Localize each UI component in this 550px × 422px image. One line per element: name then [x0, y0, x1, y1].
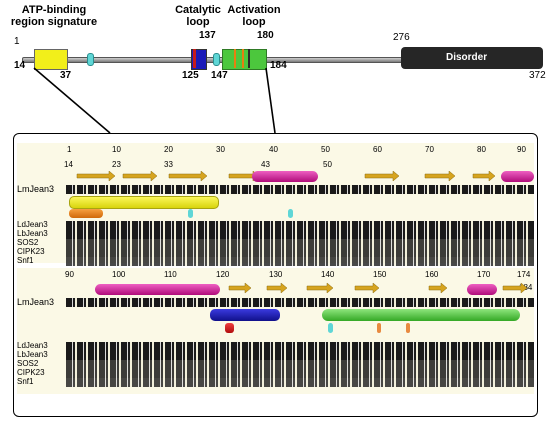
ruler-10: 10 [112, 145, 121, 154]
seq-snf1-1 [66, 257, 534, 266]
position-184: 184 [270, 60, 287, 71]
orange-dot-1 [377, 323, 381, 333]
orange-marker [69, 209, 103, 218]
activation-loop-region [222, 49, 267, 70]
catalytic-loop-label: Catalytic loop [175, 4, 221, 28]
cyan-marker-1 [87, 53, 94, 66]
alignment-block-1: 1 10 20 30 40 50 60 70 80 90 14 23 33 43… [17, 143, 534, 266]
ruler2-150: 150 [373, 270, 387, 279]
ruler2-100: 100 [112, 270, 126, 279]
ruler-1: 1 [67, 145, 72, 154]
sub-50: 50 [323, 160, 332, 169]
ruler-80: 80 [477, 145, 486, 154]
ruler-40: 40 [269, 145, 278, 154]
seq-ldjean3-1 [66, 221, 534, 230]
name-sos2-2: SOS2 [17, 359, 39, 368]
disorder-label: Disorder [446, 52, 488, 63]
position-137: 137 [199, 30, 216, 41]
activation-loop-label: Activation loop [227, 4, 281, 28]
position-14: 14 [14, 60, 26, 71]
seq-lbjean3-1 [66, 230, 534, 239]
ruler2-174: 174 [517, 270, 531, 279]
ruler-50: 50 [321, 145, 330, 154]
query-seq-1 [66, 185, 534, 194]
sub-43: 43 [261, 160, 270, 169]
beta-strands-1 [76, 171, 496, 182]
cyan-dot-3 [328, 323, 333, 333]
beta-strand-end [502, 282, 528, 294]
position-180: 180 [257, 30, 274, 41]
name-ldjean3-1: LdJean3 [17, 220, 48, 229]
disorder-region [401, 47, 543, 69]
ruler2-120: 120 [216, 270, 230, 279]
position-37: 37 [60, 70, 72, 81]
name-cipk23-2: CIPK23 [17, 368, 45, 377]
ruler-70: 70 [425, 145, 434, 154]
ruler-30: 30 [216, 145, 225, 154]
position-125: 125 [182, 70, 199, 81]
activation-stripe-3 [248, 49, 250, 68]
ruler-20: 20 [164, 145, 173, 154]
catalytic-region-bar [210, 309, 280, 321]
sub-23: 23 [112, 160, 121, 169]
ruler2-110: 110 [164, 270, 177, 279]
ruler2-130: 130 [269, 270, 283, 279]
ruler2-160: 160 [425, 270, 439, 279]
name-snf1-1: Snf1 [17, 256, 34, 265]
position-276: 276 [393, 32, 410, 43]
seq-ldjean3-2 [66, 342, 534, 351]
seq-snf1-2 [66, 378, 534, 387]
atp-region-bar [69, 196, 219, 209]
name-ldjean3-2: LdJean3 [17, 341, 48, 350]
atp-binding-label: ATP-binding region signature [10, 4, 98, 28]
alignment-block-2: 90 100 110 120 130 140 150 160 170 174 1… [17, 268, 534, 394]
activation-stripe-2 [242, 49, 244, 68]
alpha-helix-2 [501, 171, 534, 182]
catalytic-red-band [193, 49, 196, 68]
activation-region-bar [322, 309, 520, 321]
alignment-panel: 1 10 20 30 40 50 60 70 80 90 14 23 33 43… [13, 133, 538, 417]
zoom-connector [33, 67, 276, 134]
name-lbjean3-2: LbJean3 [17, 350, 48, 359]
cyan-dot-1 [188, 209, 193, 218]
red-marker [225, 323, 234, 333]
seq-sos2-2 [66, 360, 534, 369]
position-1: 1 [14, 36, 20, 47]
name-lbjean3-1: LbJean3 [17, 229, 48, 238]
query-seq-2 [66, 298, 534, 307]
cyan-marker-2 [213, 53, 220, 66]
seq-sos2-1 [66, 239, 534, 248]
name-sos2-1: SOS2 [17, 238, 39, 247]
ruler-60: 60 [373, 145, 382, 154]
seq-cipk23-2 [66, 369, 534, 378]
query-name-1: LmJean3 [17, 184, 55, 194]
alpha-helix-1 [252, 171, 318, 182]
seq-cipk23-1 [66, 248, 534, 257]
sub-14: 14 [64, 160, 73, 169]
position-372: 372 [529, 70, 546, 81]
alpha-helix-4 [467, 284, 497, 295]
ruler2-170: 170 [477, 270, 491, 279]
position-147: 147 [211, 70, 228, 81]
ruler-90: 90 [517, 145, 526, 154]
name-snf1-2: Snf1 [17, 377, 34, 386]
alpha-helix-3 [95, 284, 220, 295]
beta-strands-2 [228, 282, 448, 294]
ruler2-90: 90 [65, 270, 74, 279]
atp-binding-region [34, 49, 68, 70]
cyan-dot-2 [288, 209, 293, 218]
activation-stripe-1 [234, 49, 236, 68]
query-name-2: LmJean3 [17, 297, 55, 307]
ruler2-140: 140 [321, 270, 335, 279]
seq-lbjean3-2 [66, 351, 534, 360]
orange-dot-2 [406, 323, 410, 333]
sub-33: 33 [164, 160, 173, 169]
name-cipk23-1: CIPK23 [17, 247, 45, 256]
